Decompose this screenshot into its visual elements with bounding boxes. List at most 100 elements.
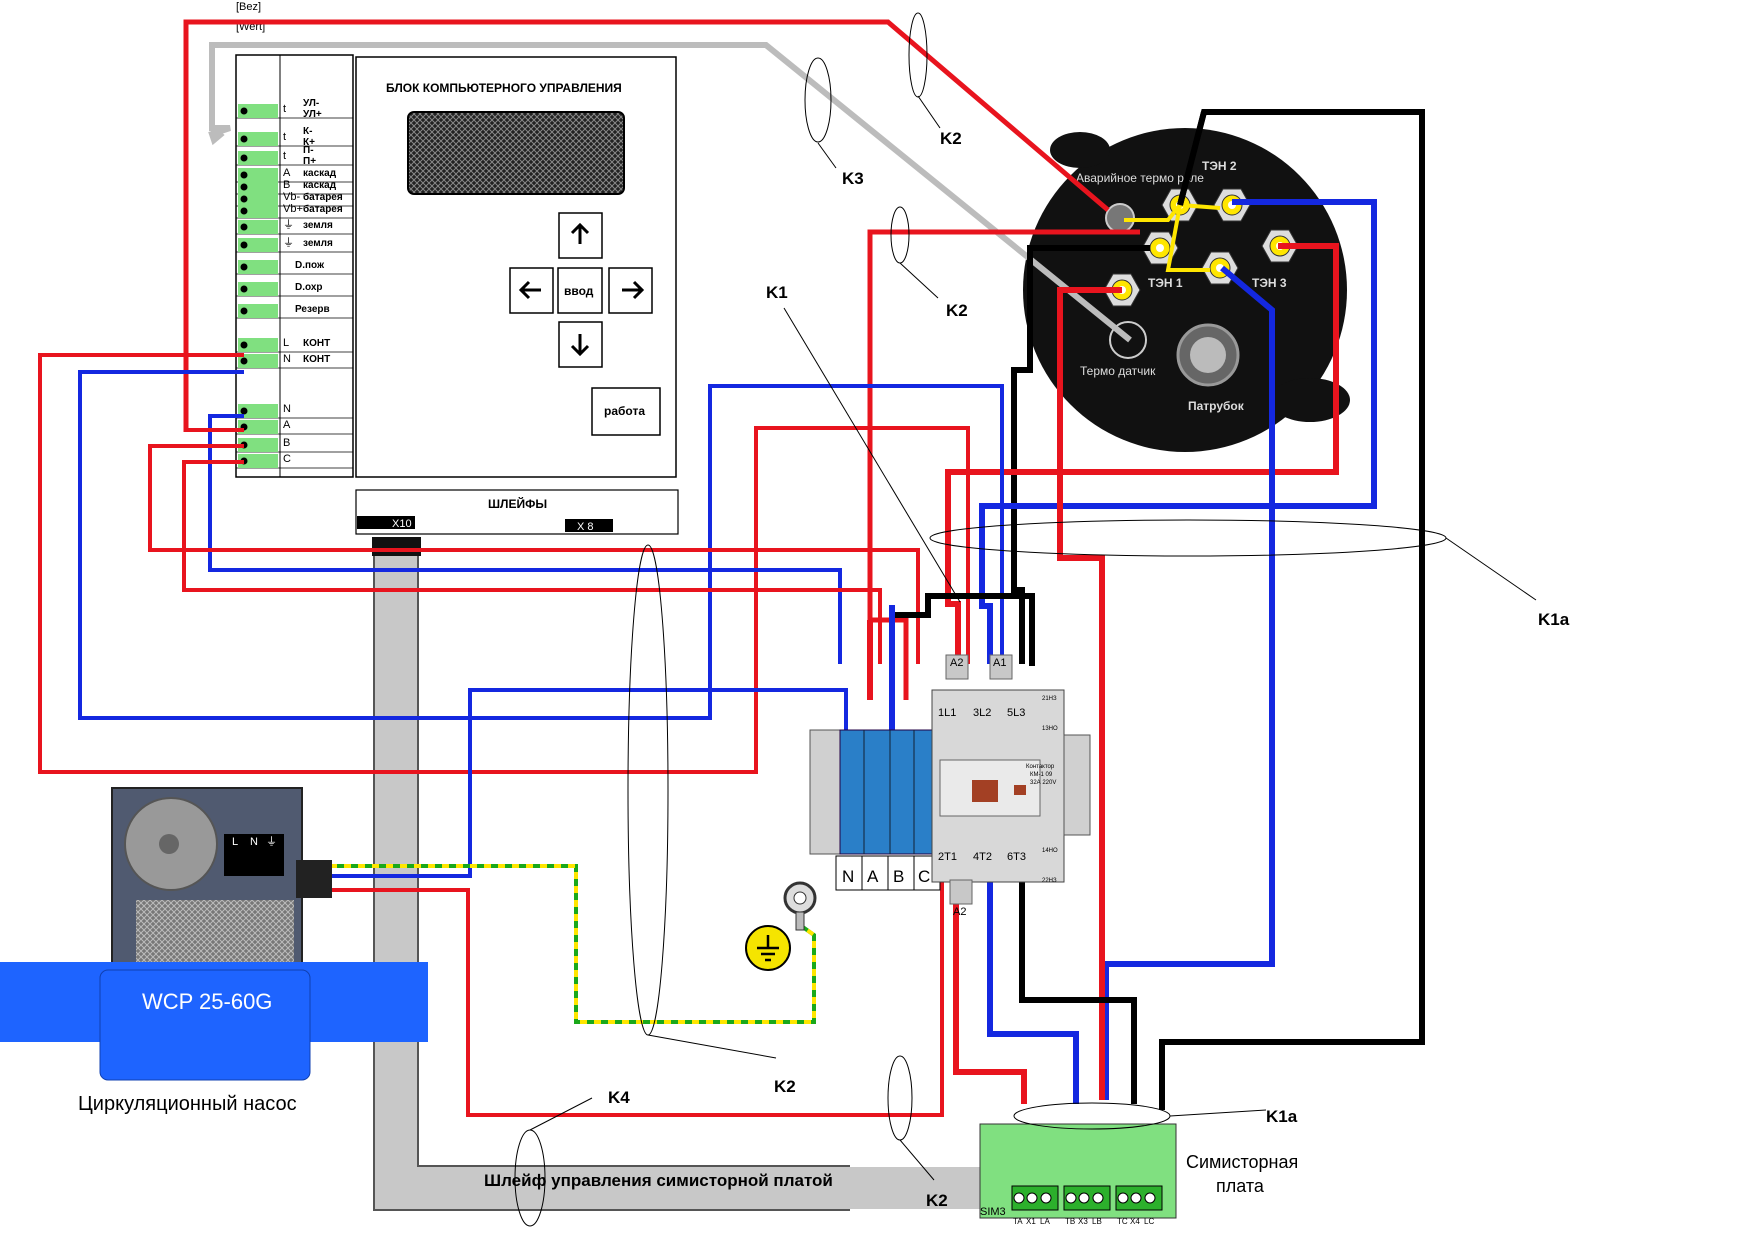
- terminal-label: Резерв: [295, 304, 330, 315]
- contactor: [931, 654, 1091, 905]
- triac-label-2: плата: [1216, 1176, 1265, 1196]
- triac-terminal-label: TA: [1013, 1217, 1023, 1226]
- terminal-prefix: ⏚: [283, 236, 294, 249]
- callout-k4: K4: [608, 1088, 630, 1107]
- terminal-row: Vb+батарея: [236, 203, 353, 219]
- triac-terminal-label: TB: [1065, 1217, 1075, 1226]
- earth-lug: [783, 881, 817, 931]
- terminal-row: C: [236, 453, 353, 469]
- x10-label: X10: [392, 518, 412, 530]
- callout-k2-top: K2: [940, 129, 962, 148]
- triac-terminal-label: X3: [1078, 1217, 1088, 1226]
- circulation-pump: [0, 787, 428, 1081]
- terminal-row: D.пож: [236, 260, 353, 275]
- triac-terminal-label: X4: [1130, 1217, 1140, 1226]
- terminal-label: УЛ+: [303, 109, 322, 120]
- callout-k2-center: K2: [774, 1077, 796, 1096]
- terminal-label: каскад: [303, 180, 337, 191]
- loops-panel: ШЛЕЙФЫ X10 X 8: [355, 489, 679, 535]
- triac-terminal-screw: [1117, 1192, 1129, 1204]
- terminal-label: К-: [303, 126, 312, 137]
- triac-terminal-screw: [1040, 1192, 1052, 1204]
- terminal-label: земля: [303, 220, 333, 231]
- callout-k2-bottom: K2: [926, 1191, 948, 1210]
- terminal-prefix: Vb+: [283, 203, 303, 215]
- header-bez: [Bez]: [236, 1, 261, 13]
- work-label: работа: [604, 404, 645, 418]
- terminal-a: A: [867, 867, 879, 886]
- thermo-sensor-label: Термо датчик: [1080, 364, 1156, 378]
- enter-button[interactable]: ввод: [557, 267, 603, 314]
- terminal-row: ⏚ земля: [236, 218, 353, 235]
- aux-contact-4: 22НЗ: [1042, 878, 1057, 884]
- terminal-label: КОНТ: [303, 354, 330, 365]
- aux-contact-3: 14НО: [1042, 848, 1058, 854]
- emergency-relay-label: Аварийное термо реле: [1076, 171, 1204, 185]
- pump-pin-l: L: [232, 836, 238, 848]
- terminal-b: B: [893, 867, 904, 886]
- x8-label: X 8: [577, 521, 594, 533]
- callout-k1a-bottom: K1a: [1266, 1107, 1298, 1126]
- terminal-block: [809, 729, 941, 891]
- ten2-label: ТЭН 2: [1202, 159, 1237, 173]
- down-button[interactable]: [558, 321, 603, 368]
- triac-terminal-screw: [1144, 1192, 1156, 1204]
- terminal-prefix: B: [283, 179, 290, 191]
- terminal-label: УЛ-: [303, 98, 319, 109]
- terminal-row: N: [236, 403, 353, 419]
- callout-k1a-right: K1a: [1538, 610, 1570, 629]
- terminal-label: батарея: [303, 191, 343, 203]
- terminal-label: каскад: [303, 168, 337, 179]
- triac-terminal-screw: [1065, 1192, 1077, 1204]
- callout-lines: [514, 12, 1537, 1227]
- callout-k2-mid: K2: [946, 301, 968, 320]
- loops-title: ШЛЕЙФЫ: [488, 496, 547, 511]
- triac-terminal-screw: [1013, 1192, 1025, 1204]
- contactor-bottom-3: 6T3: [1007, 851, 1026, 863]
- contactor-top-2: 3L2: [973, 707, 991, 719]
- left-button[interactable]: [509, 267, 554, 314]
- terminal-prefix: ⏚: [283, 218, 294, 231]
- triac-terminal-label: LC: [1144, 1217, 1154, 1226]
- terminal-row: t УЛ-УЛ+: [236, 98, 353, 120]
- triac-terminal-label: X1: [1026, 1217, 1036, 1226]
- right-button[interactable]: [608, 267, 653, 314]
- triac-terminal-screw: [1078, 1192, 1090, 1204]
- terminal-label: земля: [303, 238, 333, 249]
- display-screen: [407, 111, 625, 195]
- terminal-prefix: t: [283, 103, 286, 115]
- terminal-label: батарея: [303, 203, 343, 215]
- terminal-row: D.охр: [236, 282, 353, 297]
- ten3-label: ТЭН 3: [1252, 276, 1287, 290]
- a2-bottom-label: A2: [953, 906, 966, 918]
- a1-label: A1: [993, 657, 1006, 669]
- contactor-top-3: 5L3: [1007, 707, 1025, 719]
- ground-icon: [745, 925, 791, 971]
- terminal-prefix: N: [283, 353, 291, 365]
- triac-terminal-label: TC: [1117, 1217, 1128, 1226]
- contactor-top-1: 1L1: [938, 707, 956, 719]
- contactor-plate-3: 32А 220V: [1030, 780, 1056, 786]
- terminal-prefix: t: [283, 131, 286, 143]
- a2-label: A2: [950, 657, 963, 669]
- callout-k1: K1: [766, 283, 788, 302]
- terminal-label: D.пож: [295, 260, 325, 271]
- terminal-prefix: A: [283, 419, 291, 431]
- up-button[interactable]: [558, 212, 603, 259]
- triac-label-1: Симисторная: [1186, 1152, 1298, 1172]
- terminal-prefix: C: [283, 453, 291, 465]
- triac-terminal-screw: [1092, 1192, 1104, 1204]
- pump-model: WCP 25-60G: [142, 989, 272, 1014]
- nozzle-label: Патрубок: [1188, 399, 1245, 413]
- terminal-label: D.охр: [295, 282, 323, 293]
- pump-pin-ground: ⏚: [266, 835, 277, 848]
- terminal-prefix: N: [283, 403, 291, 415]
- triac-board: [979, 1123, 1177, 1219]
- work-button[interactable]: работа: [591, 387, 661, 436]
